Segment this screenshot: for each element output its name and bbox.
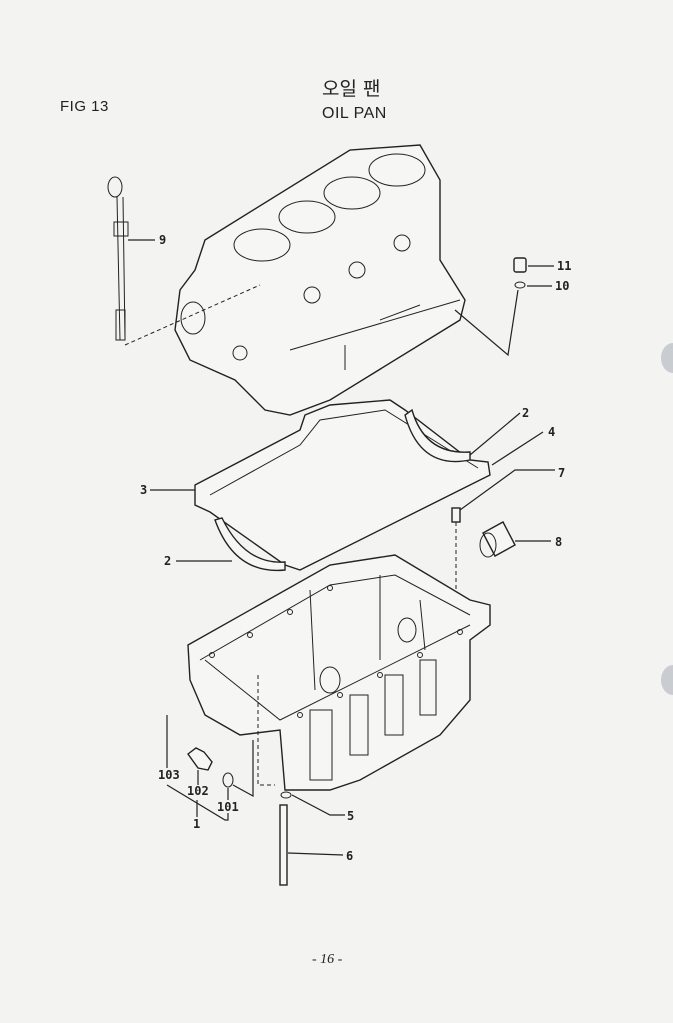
figure-number: FIG 13 [60, 98, 109, 115]
callout-7: 7 [558, 466, 565, 480]
callout-9: 9 [159, 233, 166, 247]
oil-pan [187, 554, 491, 791]
callout-8: 8 [555, 535, 562, 549]
binder-hole [661, 343, 673, 373]
callout-6: 6 [346, 849, 353, 863]
dipstick: 9 [107, 176, 261, 346]
title-english: OIL PAN [322, 105, 387, 122]
cylinder-block [174, 144, 466, 416]
callout-2-left: 2 [164, 554, 171, 568]
drain-plug: 11 10 [454, 257, 571, 357]
drain-bolt-assembly: 103 102 101 1 [158, 715, 254, 831]
callout-2-right: 2 [522, 406, 529, 420]
dowel-pin: 7 [451, 466, 565, 600]
page-number: - 16 - [312, 952, 343, 967]
callout-11: 11 [557, 259, 571, 273]
callout-5: 5 [347, 809, 354, 823]
callout-10: 10 [555, 279, 569, 293]
callout-1: 1 [193, 817, 200, 831]
bushing: 8 [479, 521, 562, 558]
callout-3: 3 [140, 483, 147, 497]
binder-hole [661, 665, 673, 695]
callout-101: 101 [217, 800, 239, 814]
rear-oil-seal: 2 [404, 406, 529, 463]
front-oil-seal: 2 [164, 517, 286, 572]
title-korean: 오일 팬 [322, 78, 381, 100]
callout-4: 4 [548, 425, 555, 439]
callout-103: 103 [158, 768, 180, 782]
callout-102: 102 [187, 784, 209, 798]
stud-bolt: 5 6 [279, 791, 354, 886]
